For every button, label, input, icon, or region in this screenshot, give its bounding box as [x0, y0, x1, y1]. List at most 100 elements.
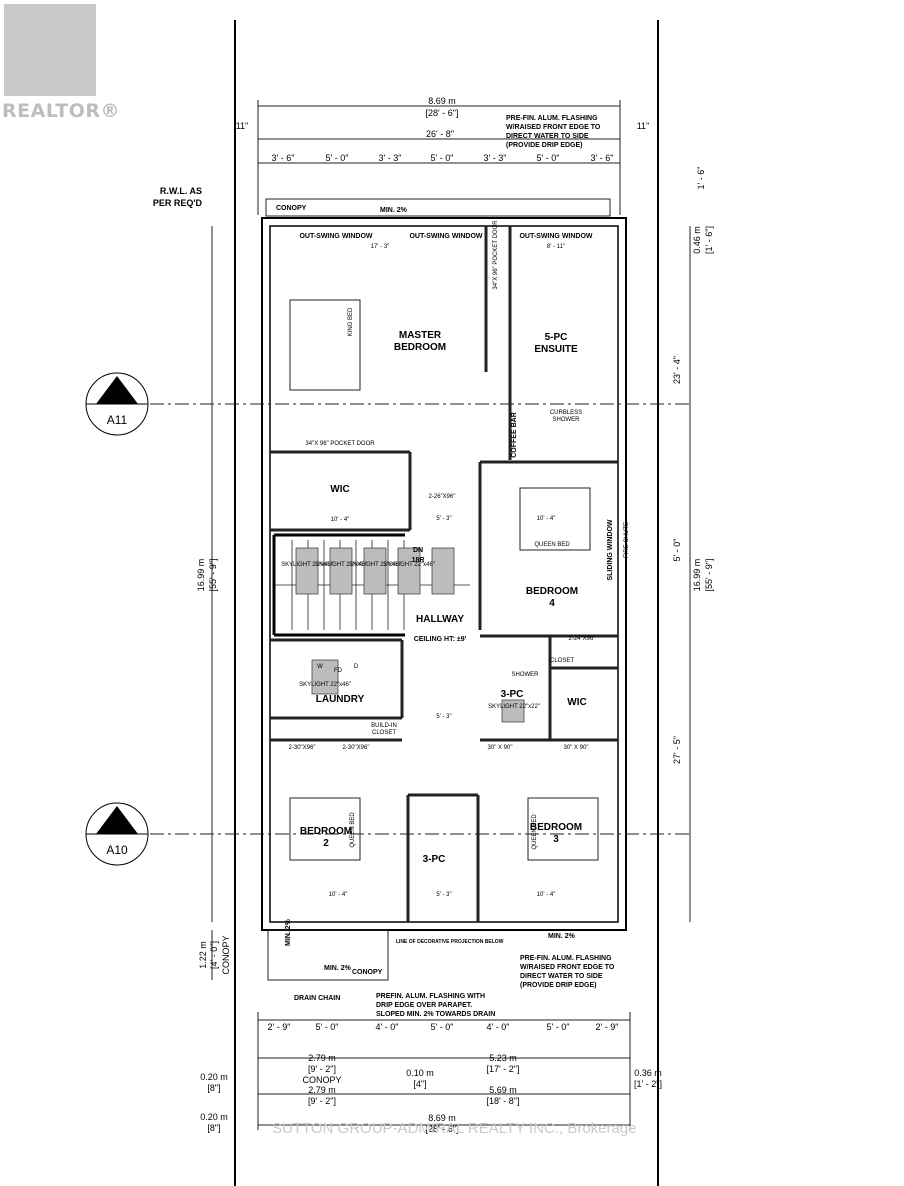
realtor-logo-mark [4, 4, 96, 96]
mid-m: 5.23 m [489, 1053, 517, 1063]
dim-master-width: 17' - 3" [371, 244, 390, 250]
gap-ft: [4"] [413, 1079, 426, 1089]
bottom-flashing-line-4: (PROVIDE DRIP EDGE) [520, 982, 597, 989]
canopy-label: CONOPY [302, 1075, 341, 1085]
room-ensuite-line-2: ENSUITE [534, 344, 578, 355]
canopy-side-label: CONOPY [221, 935, 231, 974]
top-inner-ft: 26' - 8" [426, 129, 454, 139]
realtor-logo: REALTOR® [0, 0, 120, 130]
door-size-c: 2-30"X96" [289, 745, 316, 751]
top-flashing-line-4: (PROVIDE DRIP EDGE) [506, 142, 583, 149]
curbless-line-2: SHOWER [553, 417, 581, 423]
ceiling-height: CEILING HT: ±9' [414, 636, 467, 643]
bottom-flashing-line-2: W/RAISED FRONT EDGE TO [520, 964, 615, 971]
top-seg-4: 5' - 0" [431, 153, 454, 163]
drip-line-3: SLOPED MIN. 2% TOWARDS DRAIN [376, 1011, 495, 1018]
bottom-seg-5: 4' - 0" [487, 1022, 510, 1032]
small1-ft: [8"] [207, 1083, 220, 1093]
right-lower-dim: 27' - 5" [672, 736, 682, 764]
top-seg-1: 3' - 6" [272, 153, 295, 163]
bottom-min-mid: MIN. 2% [324, 965, 352, 972]
door-size-d: 2-30"X96" [343, 745, 370, 751]
top-right-offset: 11" [637, 121, 650, 131]
right-overall-m: 16.99 m [692, 559, 702, 592]
right-mid-dim: 5' - 0" [672, 539, 682, 562]
right-top-dim: 1' - 6" [696, 167, 706, 190]
room-bed2-line-2: 2 [323, 838, 329, 849]
right-top-m: 0.46 m [692, 226, 702, 254]
bottom-conopy: CONOPY [352, 969, 383, 976]
skylight-2: SKYLIGHT 22"x46" [315, 562, 367, 568]
bottom-min-right: MIN. 2% [548, 933, 576, 940]
window-label-sliding: SLIDING WINDOW [607, 519, 614, 580]
drain-chain: DRAIN CHAIN [294, 995, 340, 1002]
left2-m: 2.79 m [308, 1085, 336, 1095]
left2-ft: [9' - 2"] [308, 1096, 336, 1106]
skylight-4: SKYLIGHT 22"x46" [383, 562, 435, 568]
skylight-laundry: SKYLIGHT 22"x46" [299, 682, 351, 688]
top-min-slope: MIN. 2% [380, 207, 408, 214]
top-flashing-line-2: W/RAISED FRONT EDGE TO [506, 124, 601, 131]
canopy-ft: [9' - 2"] [308, 1064, 336, 1074]
brokerage-watermark: SUTTON GROUP-ADMIRAL REALTY INC., Broker… [272, 1120, 637, 1137]
right-upper-dim: 23' - 4" [672, 356, 682, 384]
door-size-b: 2-24"X96" [569, 636, 596, 642]
small2-ft: [8"] [207, 1123, 220, 1133]
rwl-line-2: PER REQ'D [153, 198, 203, 208]
room-3pc-a: 3-PC [501, 689, 524, 700]
dim-3pc-width: 5' - 3" [436, 892, 451, 898]
section-a-letter: A [113, 817, 121, 831]
washer: W [317, 664, 323, 670]
curbless-line-1: CURBLESS [550, 410, 582, 416]
skylight-3pc: SKYLIGHT 22"x22" [488, 704, 540, 710]
bottom-seg-4: 5' - 0" [431, 1022, 454, 1032]
stair-risers: 18R [412, 557, 425, 564]
section-a-sheet: A10 [106, 843, 128, 857]
room-hallway: HALLWAY [416, 614, 464, 625]
top-seg-5: 3' - 3" [484, 153, 507, 163]
skylight-3: SKYLIGHT 22"x46" [349, 562, 401, 568]
top-left-offset: 11" [236, 121, 249, 131]
top-seg-3: 3' - 3" [379, 153, 402, 163]
queen-bed-3: QUEEN BED [532, 814, 538, 850]
room-ensuite-line-1: 5-PC [545, 332, 568, 343]
right-ft: [1' - 2"] [634, 1079, 662, 1089]
drip-line-2: DRIP EDGE OVER PARAPET. [376, 1002, 472, 1009]
top-conopy-label: CONOPY [276, 205, 307, 212]
canopy-side-m: 1.22 m [198, 941, 208, 969]
right-overall-ft: [55' - 9"] [704, 559, 714, 592]
room-bed4-line-2: 4 [549, 598, 555, 609]
top-seg-7: 3' - 6" [591, 153, 614, 163]
dim-hall-width: 5' - 3" [436, 516, 451, 522]
room-wic-2: WIC [567, 697, 586, 708]
room-wic-1: WIC [330, 484, 349, 495]
room-master-line-1: MASTER [399, 330, 442, 341]
section-b-sheet: A11 [107, 413, 128, 427]
dim-wic-width: 10' - 4" [331, 517, 350, 523]
top-overall-ft: [28' - 6"] [426, 108, 459, 118]
projection-note: LINE OF DECORATIVE PROJECTION BELOW [396, 939, 504, 945]
king-bed: KING BED [348, 307, 354, 336]
top-overall-m: 8.69 m [428, 96, 456, 106]
pocket-door-2: 34"X 96" POCKET DOOR [305, 441, 375, 447]
pocket-door-1: 34"X 96" POCKET DOOR [493, 220, 499, 290]
door-size-e: 30" X 90" [488, 745, 513, 751]
room-master-line-2: BEDROOM [394, 342, 446, 353]
left-overall-ft: [55' - 9"] [208, 559, 218, 592]
window-label-2: OUT-SWING WINDOW [409, 233, 482, 240]
bottom-flashing-line-3: DIRECT WATER TO SIDE [520, 973, 603, 980]
small2-m: 0.20 m [200, 1112, 228, 1122]
small1-m: 0.20 m [200, 1072, 228, 1082]
door-size-f: 30" X 90" [564, 745, 589, 751]
bottom-seg-3: 4' - 0" [376, 1022, 399, 1032]
room-laundry: LAUNDRY [316, 694, 365, 705]
skylight-1: SKYLIGHT 22"x46" [281, 562, 333, 568]
room-bed3-line-1: BEDROOM [530, 822, 582, 833]
dryer: D [354, 664, 359, 670]
canopy-m: 2.79 m [308, 1053, 336, 1063]
top-seg-2: 5' - 0" [326, 153, 349, 163]
window-label-1: OUT-SWING WINDOW [299, 233, 372, 240]
canopy-side-ft: [4' - 0"] [209, 941, 219, 969]
mid-ft: [17' - 2"] [487, 1064, 520, 1074]
